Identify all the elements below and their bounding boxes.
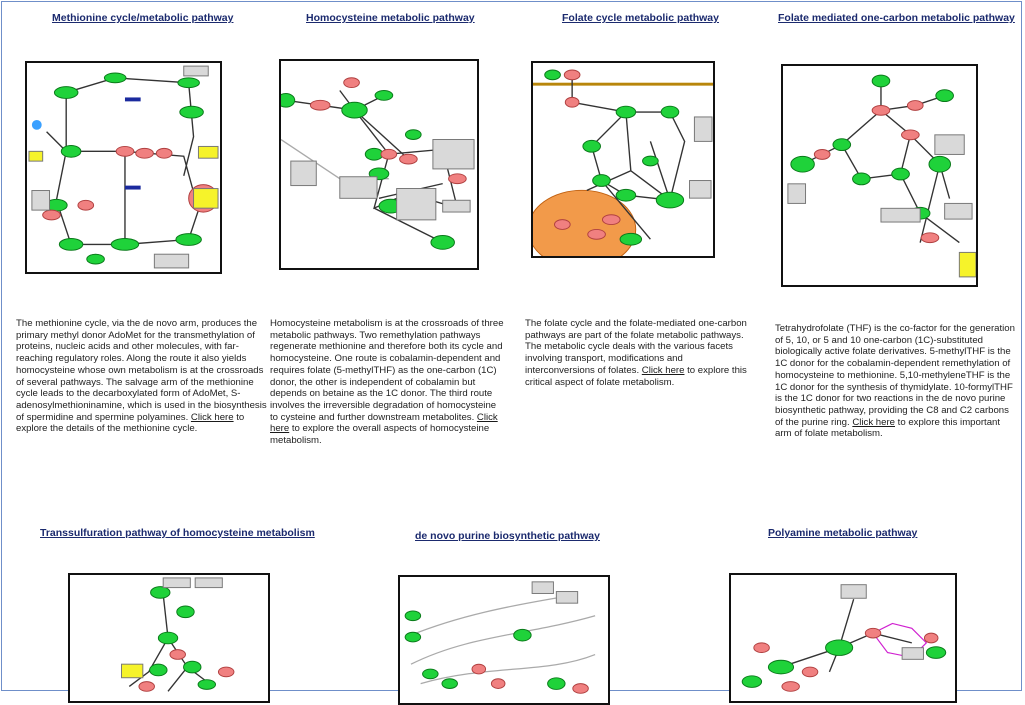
thumbnail-folate-cycle[interactable] xyxy=(531,61,715,258)
title-transsulfuration[interactable]: Transsulfuration pathway of homocysteine… xyxy=(40,527,315,539)
click-here-link-homocysteine[interactable]: Click here xyxy=(270,411,498,435)
folate-cycle-diagram xyxy=(533,69,713,256)
transsulfuration-diagram xyxy=(121,577,235,692)
description-folate-cycle: The folate cycle and the folate-mediated… xyxy=(525,318,747,388)
description-methionine-cycle: The methionine cycle, via the de novo ar… xyxy=(16,318,267,435)
purine-diagram xyxy=(404,581,596,694)
polyamine-diagram xyxy=(741,584,947,692)
title-purine-biosynthesis[interactable]: de novo purine biosynthetic pathway xyxy=(415,530,600,542)
thumbnail-methionine-cycle[interactable] xyxy=(25,61,222,274)
click-here-link-folate-one-carbon[interactable]: Click here xyxy=(852,416,895,428)
title-homocysteine[interactable]: Homocysteine metabolic pathway xyxy=(306,12,475,24)
description-homocysteine: Homocysteine metabolism is at the crossr… xyxy=(270,318,504,447)
thumbnail-transsulfuration[interactable] xyxy=(68,573,270,703)
methionine-diagram xyxy=(28,65,219,269)
homocysteine-diagram xyxy=(281,77,475,250)
title-methionine-cycle[interactable]: Methionine cycle/metabolic pathway xyxy=(52,12,234,24)
thumbnail-purine-biosynthesis[interactable] xyxy=(398,575,610,705)
thumbnail-folate-one-carbon[interactable] xyxy=(781,64,978,287)
title-polyamine[interactable]: Polyamine metabolic pathway xyxy=(768,527,918,539)
title-folate-one-carbon[interactable]: Folate mediated one-carbon metabolic pat… xyxy=(778,12,1015,24)
click-here-link-folate-cycle[interactable]: Click here xyxy=(641,364,685,376)
click-here-link-methionine[interactable]: Click here xyxy=(190,411,234,423)
folate-one-carbon-diagram xyxy=(787,74,976,278)
description-folate-one-carbon: Tetrahydrofolate (THF) is the co-factor … xyxy=(775,323,1015,440)
thumbnail-homocysteine[interactable] xyxy=(279,59,479,270)
title-folate-cycle[interactable]: Folate cycle metabolic pathway xyxy=(562,12,719,24)
thumbnail-polyamine[interactable] xyxy=(729,573,957,703)
